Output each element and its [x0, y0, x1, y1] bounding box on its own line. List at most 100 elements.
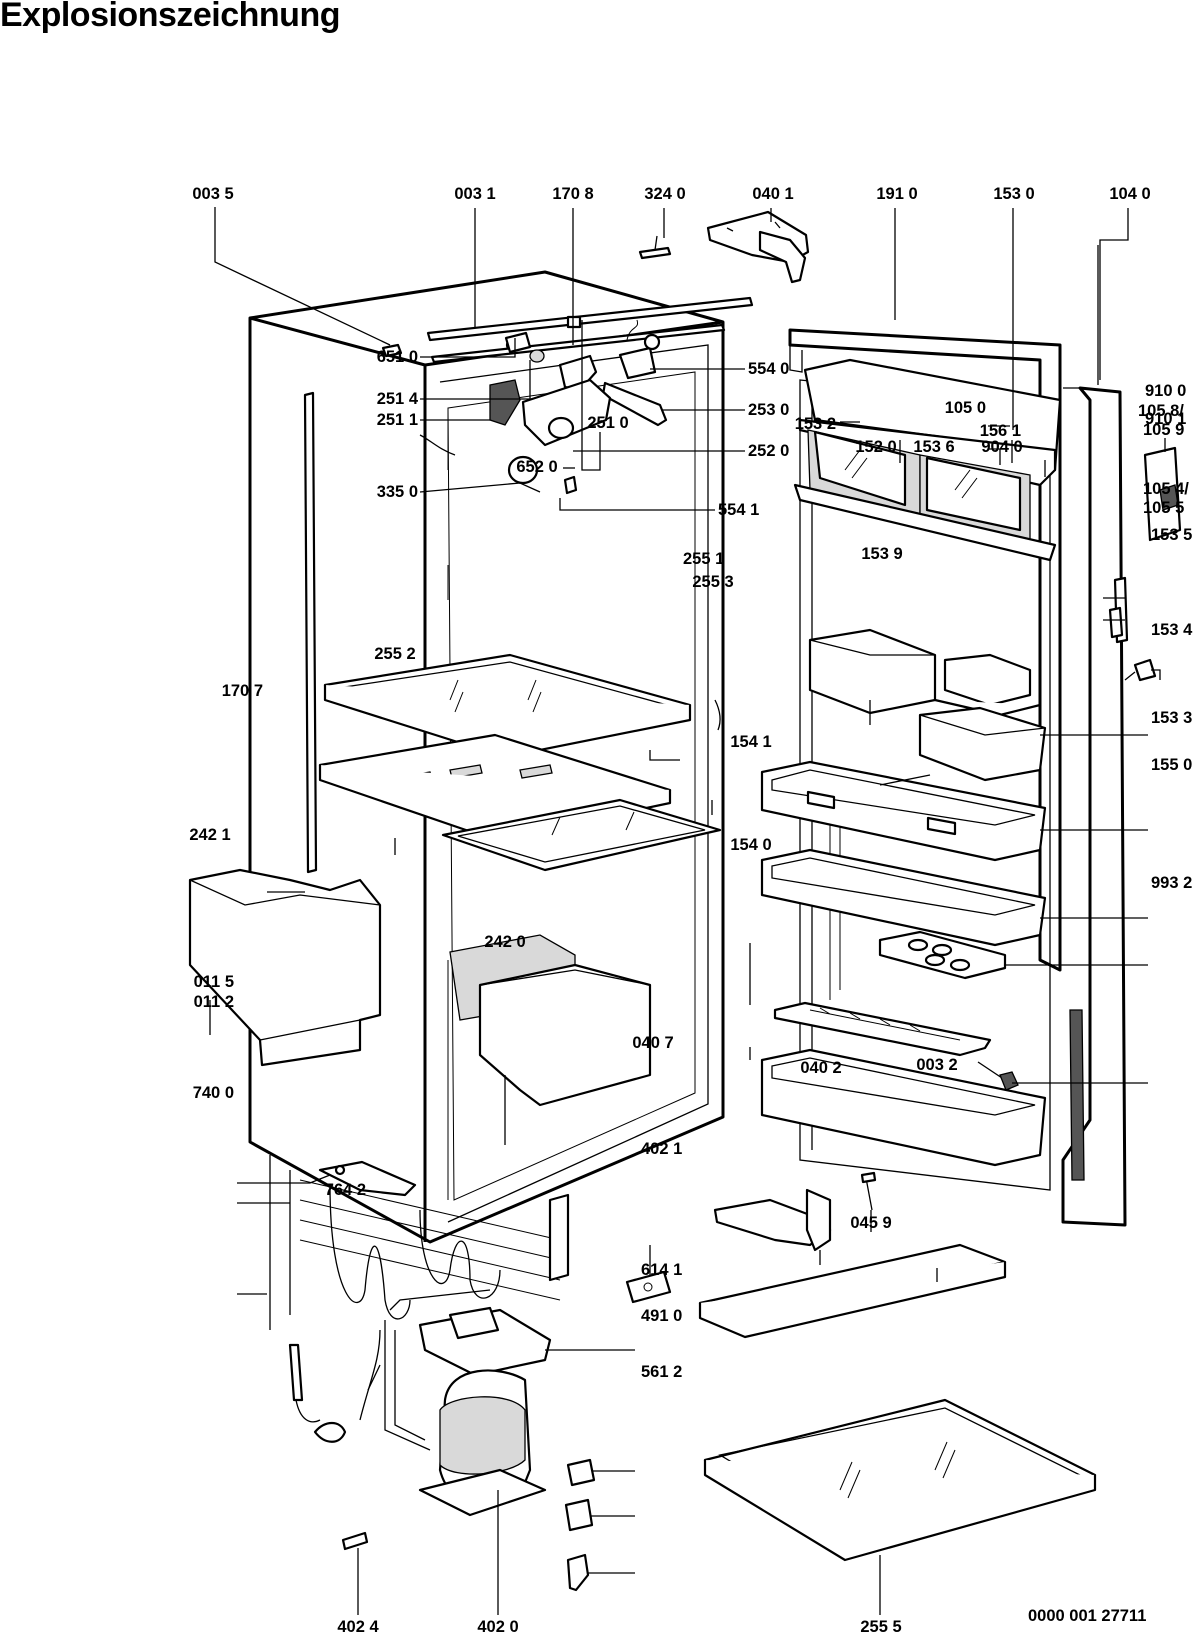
compressor-mount: [418, 1306, 552, 1377]
part-label: 155 0: [1151, 756, 1193, 774]
door-compartment-top: [793, 358, 1062, 562]
part-label: 255 1: [683, 550, 725, 568]
part-label: 402 0: [477, 1618, 519, 1636]
part-label: 324 0: [644, 185, 686, 203]
part-label: 253 0: [748, 401, 790, 419]
door-shelf-middle: [760, 848, 1047, 947]
part-label: 040 2: [800, 1059, 842, 1077]
part-label: 993 2: [1151, 874, 1193, 892]
top-cover-strip: [426, 296, 754, 364]
overload-protector: [564, 1498, 594, 1532]
part-label: 040 7: [632, 1034, 674, 1052]
part-label: 105 4/: [1143, 480, 1189, 498]
door-seal: [788, 328, 1062, 972]
part-label: 904 0: [981, 438, 1023, 456]
bottle-clip: [977, 1061, 1019, 1091]
capillary-dryer: [288, 1329, 381, 1443]
part-label: 554 1: [718, 501, 760, 519]
part-label: 152 0: [855, 438, 897, 456]
top-hinge: [706, 210, 810, 284]
part-label: 251 4: [376, 390, 418, 408]
part-label: 105 0: [944, 399, 986, 417]
door-lock-parts: [1108, 576, 1129, 644]
compressor: [418, 1369, 547, 1517]
cheese-box: [934, 653, 1041, 717]
part-label: 003 1: [454, 185, 496, 203]
part-label: 153 6: [913, 438, 955, 456]
door-shelf-upper: [760, 760, 1047, 862]
part-label: 104 0: [1109, 185, 1151, 203]
part-label: 154 0: [730, 836, 772, 854]
part-label: 651 0: [376, 348, 418, 366]
part-label: 153 3: [1151, 709, 1193, 727]
rear-seal-strip: [303, 391, 318, 874]
crisper-drawer-outer: [188, 868, 382, 1067]
part-label: 105 8/: [1138, 402, 1184, 420]
part-label: 153 9: [861, 545, 903, 563]
leader-lines: [209, 207, 1166, 1615]
part-label: 910 1: [1145, 410, 1187, 428]
glass-shelf-bottom: [703, 1398, 1097, 1562]
plinth-panel: [698, 1243, 1007, 1339]
part-label: 153 0: [993, 185, 1035, 203]
part-label: 554 0: [748, 360, 790, 378]
part-label: 156 1: [979, 422, 1021, 440]
part-label: 652 0: [516, 458, 558, 476]
screw-045-9: [860, 1171, 877, 1211]
hinge-pin-small: [1124, 658, 1157, 682]
part-label: 170 7: [221, 682, 263, 700]
part-label: 491 0: [641, 1307, 683, 1325]
part-label: 251 0: [587, 414, 629, 432]
cable-clamp: [566, 1553, 590, 1592]
part-label: 740 0: [192, 1084, 234, 1102]
compressor-pipes: [384, 1289, 491, 1451]
document-number: 0000 001 27711: [1028, 1607, 1147, 1625]
part-label: 170 8: [552, 185, 594, 203]
part-label: 153 4: [1151, 621, 1193, 639]
part-label: 251 1: [376, 411, 418, 429]
part-label: 003 5: [192, 185, 234, 203]
part-label: 011 5: [193, 973, 234, 991]
part-label: 153 5: [1151, 526, 1193, 544]
part-label: 255 2: [374, 645, 416, 663]
part-label: 561 2: [641, 1363, 683, 1381]
part-label: 003 2: [916, 1056, 958, 1074]
part-label: 105 5: [1143, 499, 1185, 517]
start-relay: [566, 1458, 596, 1487]
part-label: 910 0: [1145, 382, 1187, 400]
egg-box-small: [918, 706, 1047, 782]
part-label: 105 9: [1143, 421, 1185, 439]
bottom-bracket: [318, 1160, 417, 1197]
glass-shelf-lower: [318, 733, 722, 872]
part-label: 402 1: [641, 1140, 683, 1158]
part-label: 242 1: [189, 826, 231, 844]
door-shelf-bottle: [760, 1048, 1047, 1167]
crisper-drawer-inner: [449, 934, 652, 1107]
door-handle-strip: [1069, 1009, 1085, 1181]
part-label: 255 5: [860, 1618, 902, 1636]
glass-shelf-upper: [323, 653, 692, 759]
part-label: 614 1: [641, 1261, 683, 1279]
bottle-retainer: [773, 1001, 992, 1057]
part-label: 335 0: [376, 483, 418, 501]
part-label: 255 3: [692, 573, 734, 591]
butter-box: [808, 628, 937, 715]
part-label: 764 2: [324, 1181, 366, 1199]
cover-clip-324: [638, 235, 672, 260]
part-label: 040 1: [752, 185, 794, 203]
egg-tray: [878, 930, 1007, 980]
part-label: 252 0: [748, 442, 790, 460]
hinge-cover-small: [381, 343, 403, 358]
part-label: 045 9: [850, 1214, 892, 1232]
door-outer-panel: [1061, 386, 1127, 1227]
part-label: 153 2: [794, 415, 836, 433]
mounting-clip-402: [341, 1531, 369, 1551]
part-label: 011 2: [193, 993, 234, 1011]
page-title: Explosionszeichnung: [0, 0, 340, 34]
bottom-hinge: [713, 1188, 832, 1252]
part-label: 154 1: [730, 733, 772, 751]
condenser: [269, 1155, 570, 1330]
bracket-plate-040-7: [625, 1270, 672, 1304]
part-label: 402 4: [337, 1618, 379, 1636]
